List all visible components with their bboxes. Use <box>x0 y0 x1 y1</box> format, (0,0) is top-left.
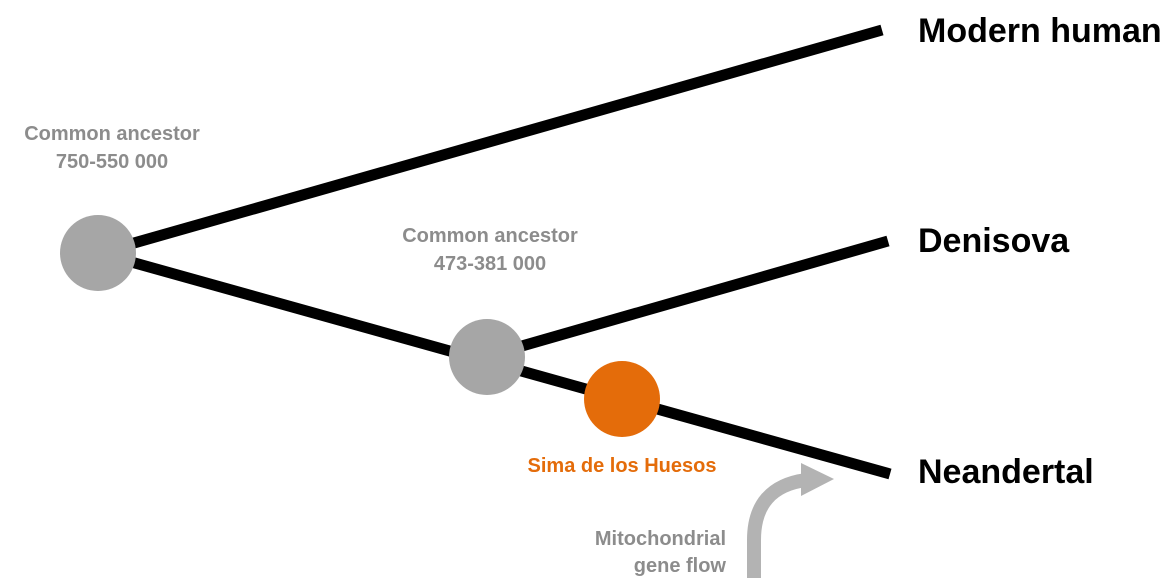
gene-flow-label-line2: gene flow <box>634 555 727 577</box>
sima-label: Sima de los Huesos <box>528 455 717 477</box>
inner-ancestor-label-line1: Common ancestor <box>402 225 578 247</box>
gene-flow-label-line1: Mitochondrial <box>595 528 726 550</box>
root-ancestor-label-line2: 750-550 000 <box>56 151 168 173</box>
inner-ancestor-label-line2: 473-381 000 <box>434 253 546 275</box>
branch-denisova <box>485 235 890 362</box>
inner-ancestor-node <box>449 319 525 395</box>
gene-flow-arrow-icon <box>747 463 834 578</box>
taxon-denisova: Denisova <box>918 222 1070 260</box>
root-ancestor-label-line1: Common ancestor <box>24 123 200 145</box>
branch-modern-human <box>97 24 884 259</box>
sima-node <box>584 361 660 437</box>
taxon-modern-human: Modern human <box>918 12 1162 50</box>
taxon-neandertal: Neandertal <box>918 453 1094 491</box>
root-ancestor-node <box>60 215 136 291</box>
